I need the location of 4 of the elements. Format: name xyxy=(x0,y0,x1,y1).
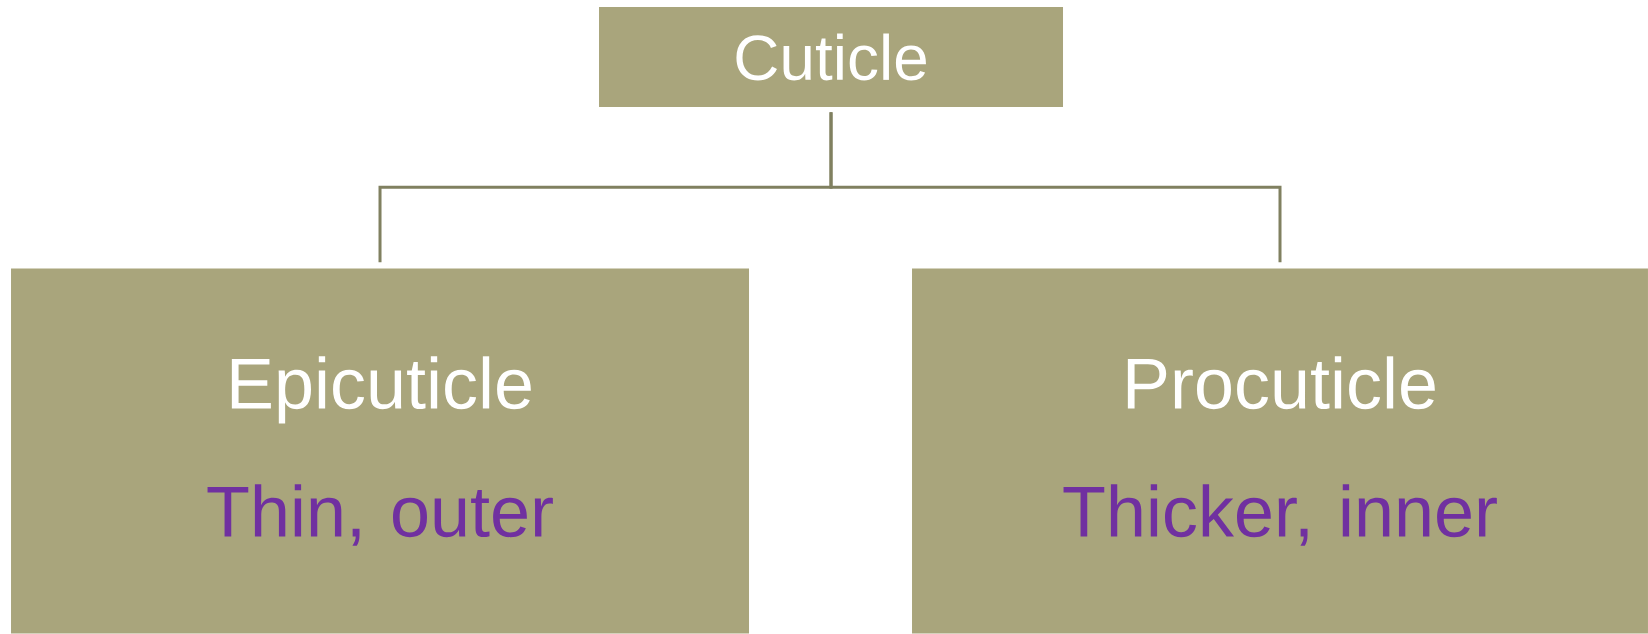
category-box: Procuticle Thicker, inner xyxy=(912,268,1648,634)
connector-line xyxy=(829,112,1282,263)
category-box: Cuticle xyxy=(599,7,1063,107)
category-box: Epicuticle Thin, outer xyxy=(11,268,749,634)
